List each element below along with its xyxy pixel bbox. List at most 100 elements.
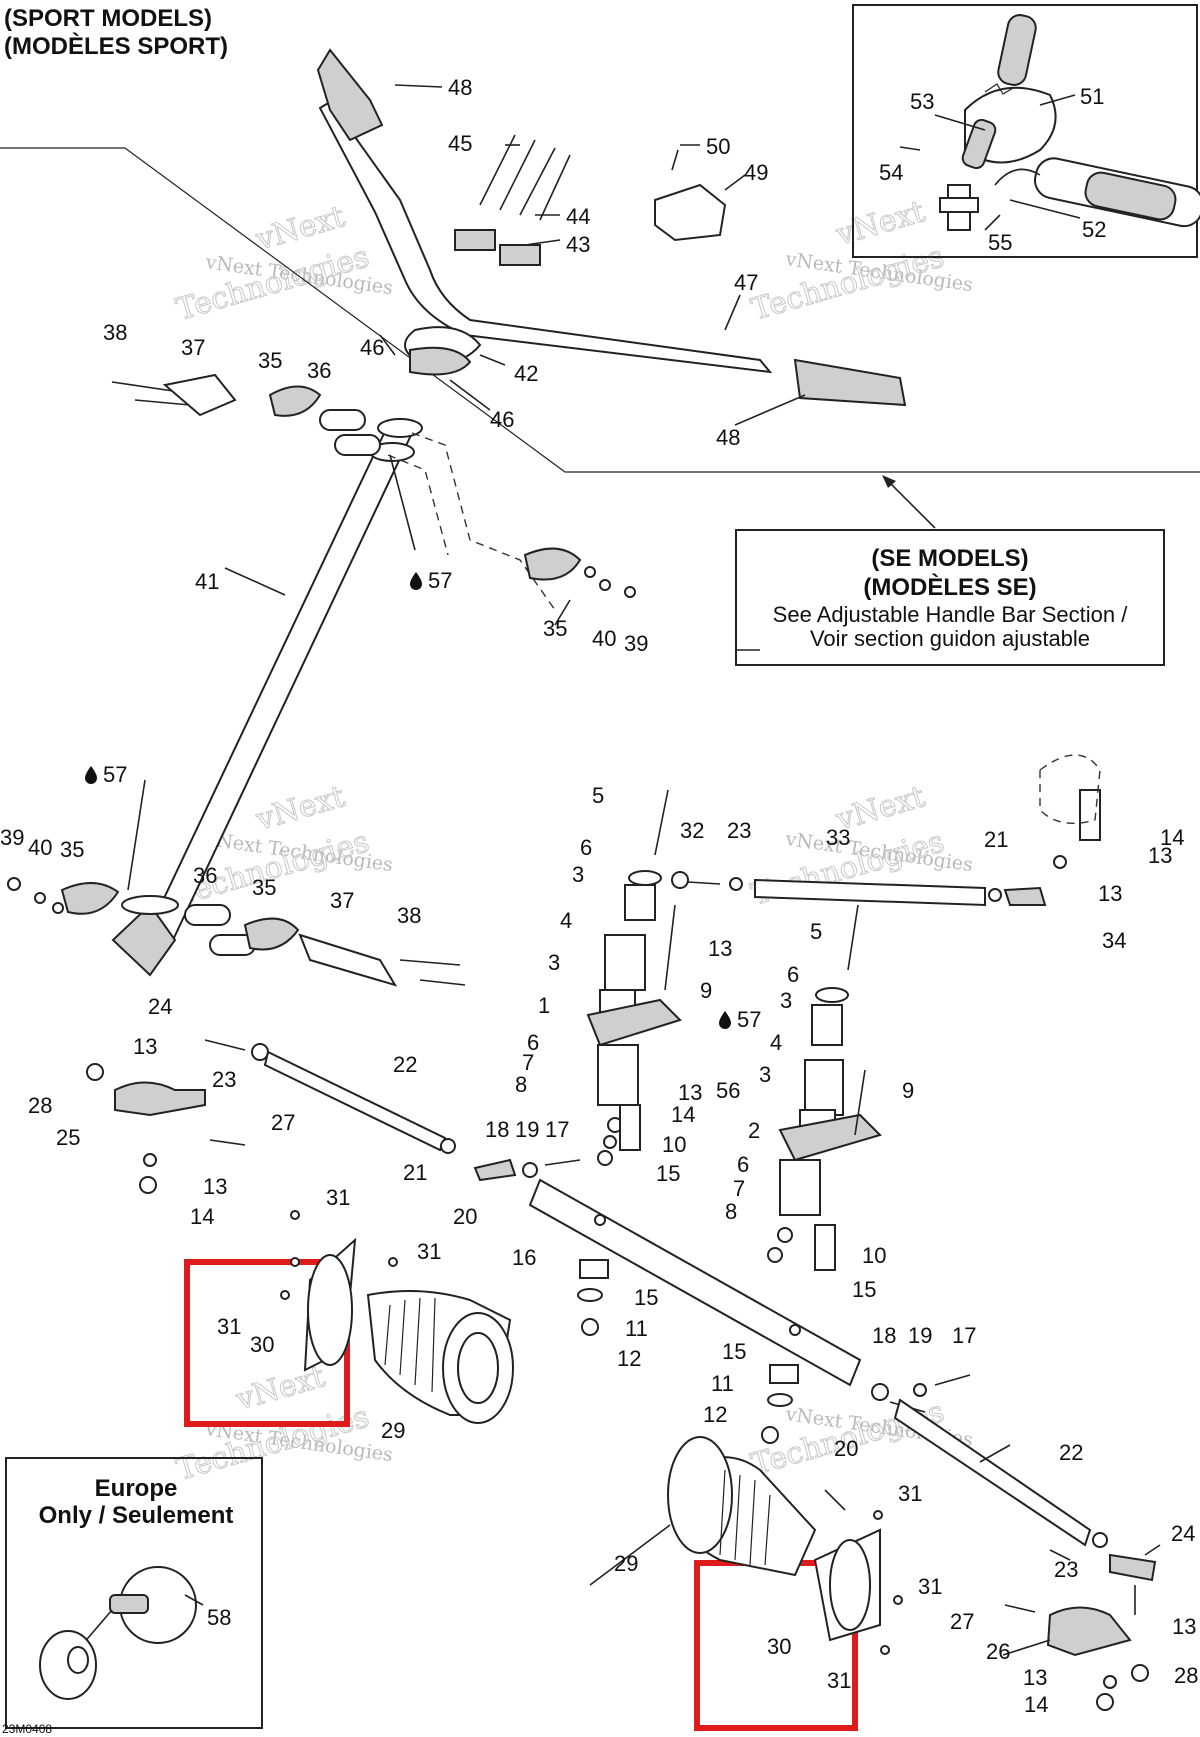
callout-55: 55 (988, 230, 1012, 255)
europe-title: Europe (95, 1475, 178, 1502)
callout-31c: 31 (217, 1314, 241, 1339)
callout-33: 33 (826, 825, 850, 850)
callout-3d: 3 (759, 1062, 771, 1087)
callout-6b: 6 (527, 1030, 539, 1055)
lower-tie-rod-right-drawing (871, 1374, 1157, 1711)
callout-8b: 8 (725, 1199, 737, 1224)
callout-4b: 4 (770, 1030, 782, 1055)
callout-57c: 57 (737, 1007, 761, 1032)
callout-42: 42 (514, 361, 538, 386)
callout-26: 26 (986, 1639, 1010, 1664)
callout-39: 39 (624, 631, 648, 656)
callout-46b: 46 (490, 407, 514, 432)
callout-37: 37 (181, 335, 205, 360)
callout-29: 29 (381, 1418, 405, 1443)
callout-32: 32 (680, 818, 704, 843)
callout-4: 4 (560, 908, 572, 933)
callout-35: 35 (258, 348, 282, 373)
callout-54: 54 (879, 160, 903, 185)
callout-15c: 15 (634, 1285, 658, 1310)
callout-11b: 11 (711, 1371, 734, 1396)
callout-53: 53 (910, 89, 934, 114)
callout-9: 9 (700, 978, 712, 1003)
callout-45: 45 (448, 131, 472, 156)
callout-14: 14 (1160, 825, 1184, 850)
callout-numbers: 48 45 44 43 50 49 53 51 54 52 55 47 42 4… (0, 75, 1198, 1717)
callout-38: 38 (103, 320, 127, 345)
callout-49: 49 (744, 160, 768, 185)
watermark-text-6: vNext (832, 194, 929, 253)
center-rail-drawing (528, 1178, 862, 1444)
callout-18b: 18 (872, 1323, 896, 1348)
callout-10b: 10 (862, 1243, 886, 1268)
callout-40b: 40 (28, 835, 52, 860)
boot-left-drawing (280, 1237, 514, 1424)
callout-20b: 20 (834, 1436, 858, 1461)
callout-12b: 12 (703, 1402, 727, 1427)
callout-31d: 31 (898, 1481, 922, 1506)
callout-30b: 30 (767, 1634, 791, 1659)
se-arrow-line (884, 477, 936, 529)
callout-35c: 35 (60, 837, 84, 862)
callout-15: 15 (656, 1161, 680, 1186)
callout-7b: 7 (733, 1176, 745, 1201)
se-models-title-fr: (MODÈLES SE) (863, 573, 1036, 601)
callout-51: 51 (1080, 84, 1104, 109)
callout-25: 25 (56, 1125, 80, 1150)
inset-handlebar-drawing (939, 14, 1200, 231)
steering-column-drawing (111, 48, 907, 977)
leader-lines (127, 84, 1161, 1656)
callout-16: 16 (512, 1245, 536, 1270)
callout-6c: 6 (787, 962, 799, 987)
sport-models-title-fr: (MODÈLES SPORT) (4, 32, 228, 60)
callout-30: 30 (250, 1332, 274, 1357)
callout-35b: 35 (543, 616, 567, 641)
callout-52: 52 (1082, 217, 1106, 242)
callout-28b: 28 (1174, 1663, 1198, 1688)
se-arrow-head (882, 475, 896, 488)
europe-box (5, 1457, 263, 1729)
callout-50: 50 (706, 134, 730, 159)
watermark-text-9: vNext (252, 779, 349, 838)
inset-box (852, 4, 1198, 258)
callout-38b: 38 (397, 903, 421, 928)
callout-39b: 39 (0, 825, 24, 850)
upper-linkage-drawing (111, 373, 636, 598)
callout-34: 34 (1102, 928, 1126, 953)
callout-13h: 13 (1023, 1665, 1047, 1690)
callout-40: 40 (592, 626, 616, 651)
callout-37b: 37 (330, 888, 354, 913)
callout-18: 18 (485, 1117, 509, 1142)
se-models-note: See Adjustable Handle Bar Section / (773, 602, 1129, 627)
callout-22: 22 (393, 1052, 417, 1077)
callout-15b: 15 (852, 1277, 876, 1302)
callout-36b: 36 (193, 863, 217, 888)
callout-23: 23 (727, 818, 751, 843)
callout-48b: 48 (716, 425, 740, 450)
callout-10: 10 (662, 1132, 686, 1157)
callout-29b: 29 (614, 1551, 638, 1576)
callout-17: 17 (545, 1117, 569, 1142)
callout-35d: 35 (252, 875, 276, 900)
callout-57b: 57 (103, 762, 127, 787)
se-bracket-line (0, 147, 1200, 473)
callout-9b: 9 (902, 1078, 914, 1103)
callout-13d: 13 (678, 1080, 702, 1105)
callout-12: 12 (617, 1346, 641, 1371)
callout-13e: 13 (133, 1034, 157, 1059)
callout-13b: 13 (1098, 881, 1122, 906)
lower-tie-rod-left-drawing (86, 1039, 581, 1194)
callout-2: 2 (748, 1118, 760, 1143)
callout-6d: 6 (737, 1152, 749, 1177)
callout-3c: 3 (780, 988, 792, 1013)
sport-models-title: (SPORT MODELS) (4, 5, 212, 32)
lower-linkage-drawing (7, 877, 466, 987)
europe-title-fr: Only / Seulement (39, 1502, 234, 1529)
callout-19b: 19 (908, 1323, 932, 1348)
callout-6: 6 (580, 835, 592, 860)
callout-13g: 13 (1172, 1614, 1196, 1639)
callout-24: 24 (148, 994, 172, 1019)
callout-43: 43 (566, 232, 590, 257)
horn-drawing (39, 1566, 197, 1700)
